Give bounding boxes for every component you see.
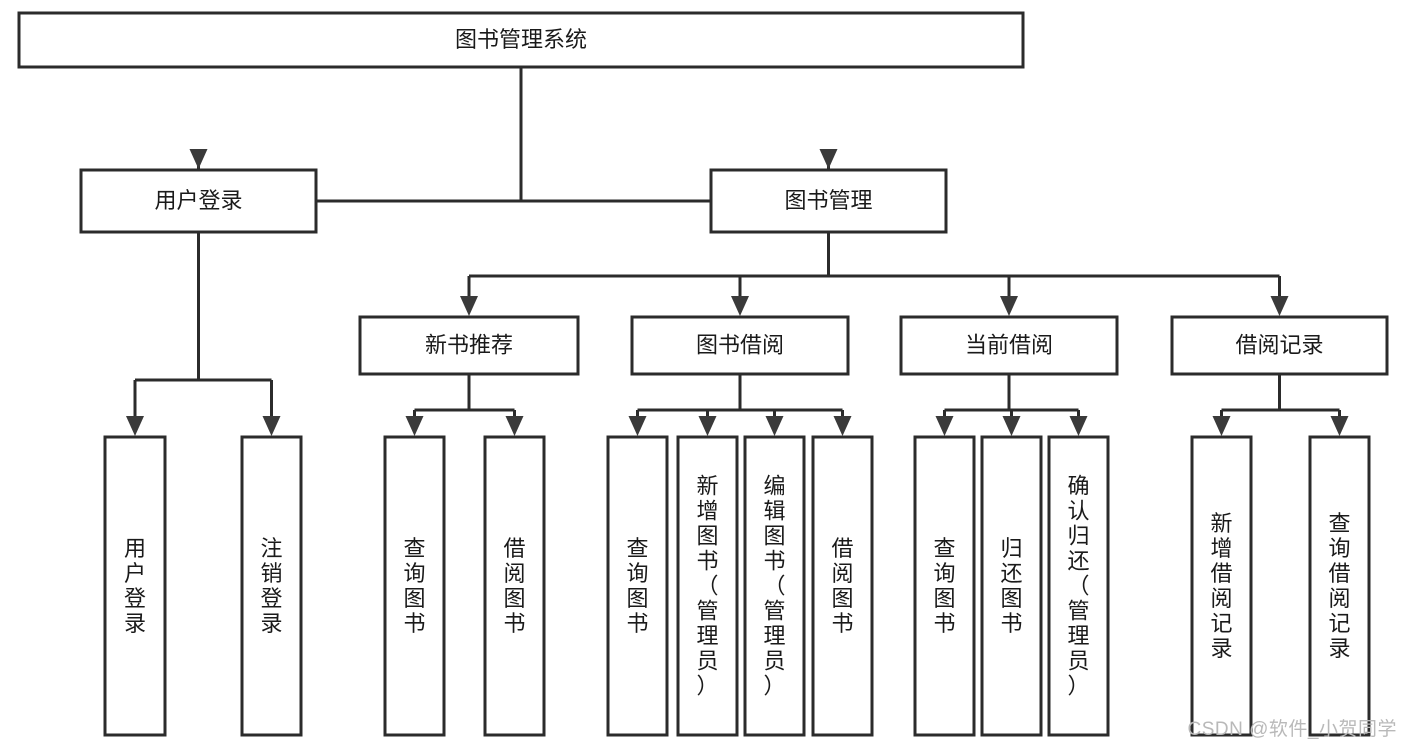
- arrow-user-login-leaf-user-login: [126, 416, 144, 436]
- node-leaf-user-login-label: 用户登录: [124, 536, 146, 636]
- arrow-book-manage-book-borrow: [731, 296, 749, 316]
- node-leaf-user-login-box[interactable]: [103, 435, 167, 737]
- arrow-new-book-rec-leaf-query-book-1: [405, 416, 424, 436]
- arrow-new-book-rec-leaf-borrow-book-1: [505, 416, 524, 436]
- node-book-manage[interactable]: 图书管理: [709, 168, 948, 234]
- connector-layer: [126, 67, 1349, 436]
- node-leaf-query-book-2-label: 查询图书: [626, 536, 648, 636]
- node-leaf-query-record[interactable]: 查询借阅记录: [1308, 435, 1371, 737]
- node-layer: 图书管理系统用户登录图书管理新书推荐图书借阅当前借阅借阅记录用户登录注销登录查询…: [17, 11, 1389, 737]
- node-new-book-rec-box[interactable]: [358, 315, 580, 376]
- arrow-book-borrow-leaf-edit-book: [765, 416, 784, 436]
- arrow-current-borrow-leaf-return-book: [1002, 416, 1021, 436]
- node-leaf-edit-book-label: 编辑图书（管理员）: [763, 474, 785, 699]
- arrow-borrow-record-leaf-query-record: [1330, 416, 1349, 436]
- arrow-root-book-manage: [819, 149, 838, 169]
- node-leaf-confirm-return[interactable]: 确认归还（管理员）: [1047, 435, 1110, 737]
- node-new-book-rec[interactable]: 新书推荐: [358, 315, 580, 376]
- node-leaf-query-book-1[interactable]: 查询图书: [383, 435, 446, 737]
- arrow-current-borrow-leaf-confirm-return: [1069, 416, 1088, 436]
- node-leaf-return-book-box[interactable]: [980, 435, 1043, 737]
- node-user-login-box[interactable]: [79, 168, 318, 234]
- node-book-borrow-label: 图书借阅: [696, 332, 784, 357]
- node-leaf-query-book-2-box[interactable]: [606, 435, 669, 737]
- node-leaf-add-record-box[interactable]: [1190, 435, 1253, 737]
- node-leaf-logout[interactable]: 注销登录: [240, 435, 303, 737]
- node-leaf-borrow-book-2-label: 借阅图书: [831, 536, 853, 636]
- node-leaf-add-book-box[interactable]: [676, 435, 739, 737]
- arrow-book-borrow-leaf-borrow-book-2: [833, 416, 852, 436]
- node-leaf-borrow-book-1[interactable]: 借阅图书: [483, 435, 546, 737]
- node-leaf-logout-label: 注销登录: [260, 536, 282, 636]
- arrow-book-borrow-leaf-add-book: [698, 416, 717, 436]
- arrow-user-login-leaf-logout: [262, 416, 281, 436]
- node-leaf-borrow-book-1-label: 借阅图书: [503, 536, 525, 636]
- arrow-book-manage-current-borrow: [1000, 296, 1018, 316]
- node-leaf-query-book-3-box[interactable]: [913, 435, 976, 737]
- node-new-book-rec-label: 新书推荐: [425, 332, 513, 357]
- node-leaf-confirm-return-box[interactable]: [1047, 435, 1110, 737]
- node-leaf-borrow-book-2-box[interactable]: [811, 435, 874, 737]
- node-leaf-query-book-3-label: 查询图书: [933, 536, 955, 636]
- node-leaf-add-book-label: 新增图书（管理员）: [696, 474, 718, 699]
- node-user-login[interactable]: 用户登录: [79, 168, 318, 234]
- arrow-current-borrow-leaf-query-book-3: [935, 416, 954, 436]
- node-borrow-record-label: 借阅记录: [1235, 332, 1323, 357]
- node-borrow-record-box[interactable]: [1170, 315, 1389, 376]
- node-leaf-borrow-book-1-box[interactable]: [483, 435, 546, 737]
- node-leaf-query-book-3[interactable]: 查询图书: [913, 435, 976, 737]
- node-user-login-label: 用户登录: [154, 188, 242, 213]
- node-root-box[interactable]: [17, 11, 1025, 69]
- node-leaf-confirm-return-label: 确认归还（管理员）: [1067, 474, 1089, 699]
- node-book-borrow[interactable]: 图书借阅: [630, 315, 850, 376]
- arrow-book-borrow-leaf-query-book-2: [628, 416, 647, 436]
- node-leaf-return-book-label: 归还图书: [1000, 536, 1022, 636]
- node-current-borrow[interactable]: 当前借阅: [899, 315, 1119, 376]
- node-book-manage-box[interactable]: [709, 168, 948, 234]
- node-root-label: 图书管理系统: [455, 27, 587, 52]
- node-leaf-add-record-label: 新增借阅记录: [1210, 511, 1232, 661]
- arrow-root-user-login: [189, 149, 208, 169]
- node-current-borrow-label: 当前借阅: [965, 332, 1053, 357]
- arrow-borrow-record-leaf-add-record: [1212, 416, 1231, 436]
- node-leaf-return-book[interactable]: 归还图书: [980, 435, 1043, 737]
- node-leaf-logout-box[interactable]: [240, 435, 303, 737]
- node-leaf-edit-book-box[interactable]: [743, 435, 806, 737]
- node-current-borrow-box[interactable]: [899, 315, 1119, 376]
- node-leaf-query-book-2[interactable]: 查询图书: [606, 435, 669, 737]
- node-book-manage-label: 图书管理: [784, 188, 872, 213]
- node-leaf-query-book-1-label: 查询图书: [403, 536, 425, 636]
- node-leaf-borrow-book-2[interactable]: 借阅图书: [811, 435, 874, 737]
- arrow-book-manage-borrow-record: [1270, 296, 1289, 316]
- node-leaf-query-record-label: 查询借阅记录: [1328, 511, 1350, 661]
- arrow-book-manage-new-book-rec: [460, 296, 478, 316]
- node-root[interactable]: 图书管理系统: [17, 11, 1025, 69]
- node-leaf-query-record-box[interactable]: [1308, 435, 1371, 737]
- node-leaf-add-book[interactable]: 新增图书（管理员）: [676, 435, 739, 737]
- node-leaf-add-record[interactable]: 新增借阅记录: [1190, 435, 1253, 737]
- node-book-borrow-box[interactable]: [630, 315, 850, 376]
- node-borrow-record[interactable]: 借阅记录: [1170, 315, 1389, 376]
- node-leaf-query-book-1-box[interactable]: [383, 435, 446, 737]
- node-leaf-edit-book[interactable]: 编辑图书（管理员）: [743, 435, 806, 737]
- node-leaf-user-login[interactable]: 用户登录: [103, 435, 167, 737]
